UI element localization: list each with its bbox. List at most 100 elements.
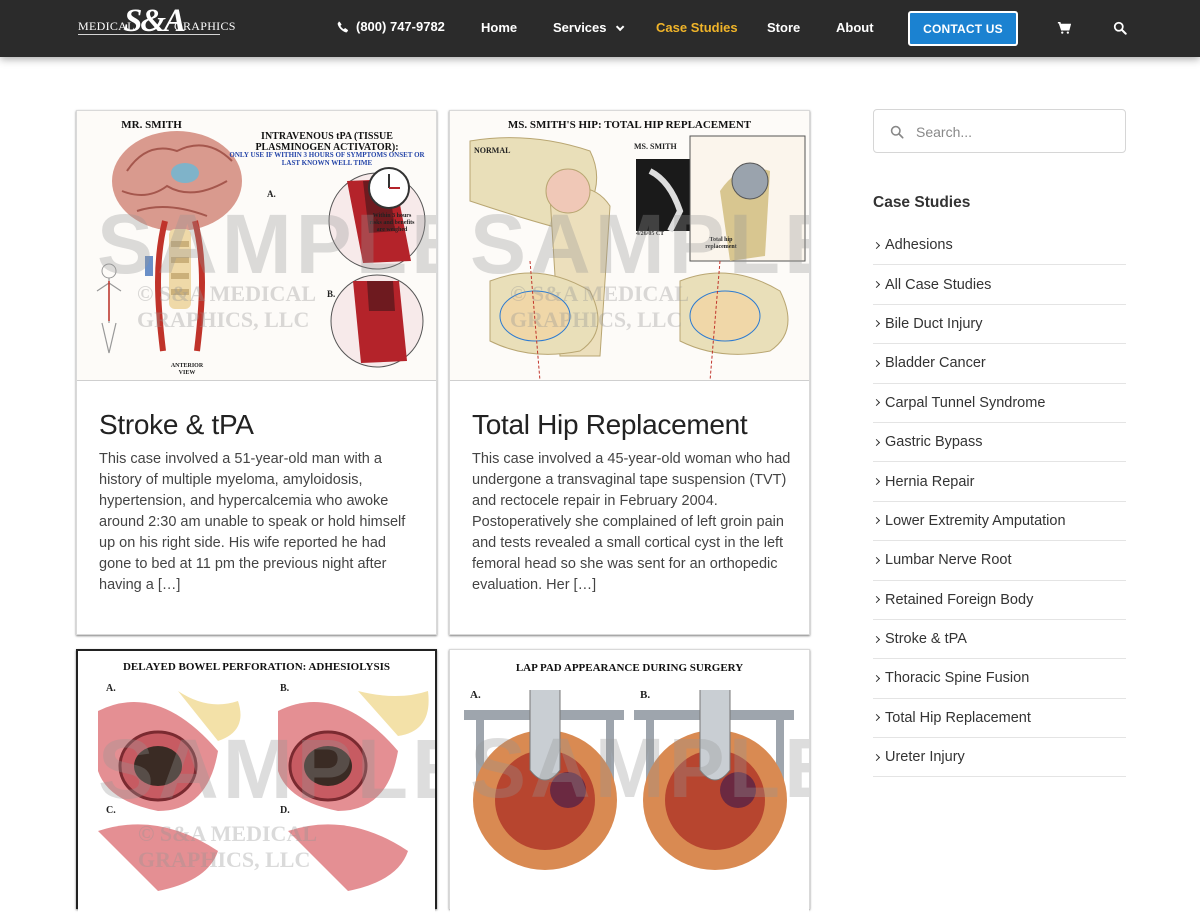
case-excerpt: This case involved a 45-year-old woman w…	[472, 451, 791, 593]
illus-title: MS. SMITH'S HIP: TOTAL HIP REPLACEMENT	[507, 119, 752, 131]
sidebar-item-label: Adhesions	[885, 237, 953, 254]
sidebar-item-retained-foreign-body[interactable]: Retained Foreign Body	[872, 581, 1126, 620]
illus-label: B.	[327, 289, 336, 299]
nav-store[interactable]: Store	[767, 20, 801, 35]
sidebar-item-carpal-tunnel[interactable]: Carpal Tunnel Syndrome	[872, 384, 1126, 423]
illus-label: ANTERIOR VIEW	[170, 363, 204, 376]
cart-icon[interactable]	[1057, 21, 1071, 35]
search-icon[interactable]	[1113, 21, 1127, 35]
copyright-watermark: © S&A MEDICAL GRAPHICS, LLC	[138, 821, 316, 872]
sample-watermark: SAMPLE	[97, 197, 436, 291]
illus-title: MR. SMITH	[121, 119, 182, 131]
sidebar-item-label: Bladder Cancer	[885, 355, 986, 372]
case-title[interactable]: Stroke & tPA	[99, 409, 254, 440]
illus-label: B.	[640, 689, 651, 701]
illus-label: D.	[280, 805, 290, 816]
search-input[interactable]	[916, 120, 1116, 144]
sidebar-item-all-case-studies[interactable]: All Case Studies	[872, 265, 1126, 305]
sidebar-item-label: All Case Studies	[885, 276, 992, 293]
illus-label: Within 3 hours risks and benefits are we…	[369, 213, 415, 233]
sidebar-item-bladder-cancer[interactable]: Bladder Cancer	[872, 344, 1126, 384]
nav-services-label: Services	[553, 20, 607, 35]
sidebar-item-hernia-repair[interactable]: Hernia Repair	[872, 462, 1126, 502]
adhesions-illustration-art	[98, 691, 429, 891]
nav-about[interactable]: About	[836, 20, 874, 35]
chevron-right-icon	[872, 281, 881, 289]
chevron-right-icon	[872, 399, 881, 407]
chevron-right-icon	[872, 674, 881, 683]
chevron-right-icon	[872, 320, 881, 328]
search-icon	[890, 125, 904, 139]
sidebar-item-thoracic-spine-fusion[interactable]: Thoracic Spine Fusion	[872, 659, 1126, 699]
sidebar-item-gastric-bypass[interactable]: Gastric Bypass	[872, 423, 1126, 463]
sidebar-item-lower-extremity-amputation[interactable]: Lower Extremity Amputation	[872, 502, 1126, 542]
site-header: MEDICAL S&A GRAPHICS (800) 747-9782 Home…	[0, 0, 1200, 57]
nav-services[interactable]: Services	[553, 20, 624, 35]
hip-illustration-art	[469, 135, 806, 380]
illus-label: B.	[280, 683, 290, 694]
phone-link[interactable]: (800) 747-9782	[337, 19, 445, 34]
phone-icon	[337, 21, 349, 32]
illus-label: Total hip replacement	[705, 237, 737, 250]
illus-label: A.	[267, 189, 276, 199]
sample-watermark: SAMPLE	[470, 721, 809, 815]
sidebar-title: Case Studies	[873, 194, 971, 211]
illus-label: NORMAL	[474, 146, 511, 155]
sidebar-item-label: Retained Foreign Body	[885, 591, 1034, 608]
lap-pad-illustration-art	[464, 690, 794, 870]
sidebar-item-ureter-injury[interactable]: Ureter Injury	[872, 738, 1126, 778]
sidebar-item-label: Bile Duct Injury	[885, 315, 983, 332]
logo-underline	[78, 34, 220, 35]
phone-number: (800) 747-9782	[356, 19, 445, 34]
illus-note: ONLY USE IF WITHIN 3 HOURS OF SYMPTOMS O…	[229, 151, 425, 167]
case-illustration-adhesions[interactable]: DELAYED BOWEL PERFORATION: ADHESIOLYSIS …	[78, 651, 435, 921]
illus-label: C.	[106, 805, 116, 816]
sidebar-item-label: Lumbar Nerve Root	[885, 552, 1012, 569]
sample-watermark: SAMPLE	[98, 722, 435, 816]
sidebar-item-stroke-tpa[interactable]: Stroke & tPA	[872, 620, 1126, 660]
illus-label: A.	[470, 689, 481, 701]
sidebar-item-label: Stroke & tPA	[885, 631, 967, 648]
contact-us-button[interactable]: CONTACT US	[908, 11, 1018, 46]
logo-left-word: MEDICAL	[78, 19, 135, 33]
case-card-adhesions[interactable]: DELAYED BOWEL PERFORATION: ADHESIOLYSIS …	[76, 649, 437, 921]
nav-home[interactable]: Home	[481, 20, 518, 35]
chevron-right-icon	[872, 596, 881, 604]
sidebar-item-adhesions[interactable]: Adhesions	[872, 226, 1126, 266]
sidebar-item-label: Ureter Injury	[885, 749, 965, 766]
chevron-right-icon	[872, 635, 881, 643]
case-card-hip[interactable]: MS. SMITH'S HIP: TOTAL HIP REPLACEMENT N…	[449, 110, 810, 635]
sidebar-search[interactable]	[873, 109, 1126, 153]
case-excerpt: This case involved a 51-year-old man wit…	[99, 451, 406, 593]
logo-right-word: GRAPHICS	[174, 19, 236, 33]
stroke-illustration-art	[96, 131, 426, 368]
illus-subtitle: INTRAVENOUS tPA (TISSUE PLASMINOGEN ACTI…	[255, 131, 399, 153]
chevron-right-icon	[872, 556, 881, 564]
chevron-right-icon	[872, 517, 881, 525]
illus-title: DELAYED BOWEL PERFORATION: ADHESIOLYSIS	[122, 661, 391, 673]
case-illustration-stroke[interactable]: MR. SMITH INTRAVENOUS tPA (TISSUE PLASMI…	[77, 111, 436, 381]
case-illustration-lap-pad[interactable]: LAP PAD APPEARANCE DURING SURGERY A. B. …	[450, 650, 809, 920]
sample-watermark: SAMPLE	[470, 197, 809, 291]
chevron-right-icon	[872, 714, 881, 722]
nav-case-studies[interactable]: Case Studies	[656, 20, 738, 35]
sidebar-item-total-hip-replacement[interactable]: Total Hip Replacement	[872, 699, 1126, 739]
sidebar-item-lumbar-nerve-root[interactable]: Lumbar Nerve Root	[872, 541, 1126, 581]
chevron-right-icon	[872, 477, 881, 486]
copyright-watermark: © S&A MEDICAL GRAPHICS, LLC	[137, 281, 315, 332]
logo-mark: S&A	[124, 3, 186, 39]
chevron-right-icon	[872, 359, 881, 367]
case-title[interactable]: Total Hip Replacement	[472, 409, 748, 440]
case-card-stroke[interactable]: MR. SMITH INTRAVENOUS tPA (TISSUE PLASMI…	[76, 110, 437, 635]
chevron-down-icon	[615, 22, 624, 32]
illus-label: A.	[106, 683, 116, 694]
case-illustration-hip[interactable]: MS. SMITH'S HIP: TOTAL HIP REPLACEMENT N…	[450, 111, 809, 381]
sidebar-item-label: Lower Extremity Amputation	[885, 512, 1066, 529]
case-card-lap-pad[interactable]: LAP PAD APPEARANCE DURING SURGERY A. B. …	[449, 649, 810, 920]
chevron-right-icon	[872, 241, 881, 249]
sidebar-item-label: Total Hip Replacement	[885, 709, 1031, 726]
clock-icon	[368, 167, 410, 209]
site-logo[interactable]: MEDICAL S&A GRAPHICS	[78, 3, 235, 43]
chevron-right-icon	[872, 438, 881, 446]
sidebar-item-bile-duct-injury[interactable]: Bile Duct Injury	[872, 305, 1126, 345]
